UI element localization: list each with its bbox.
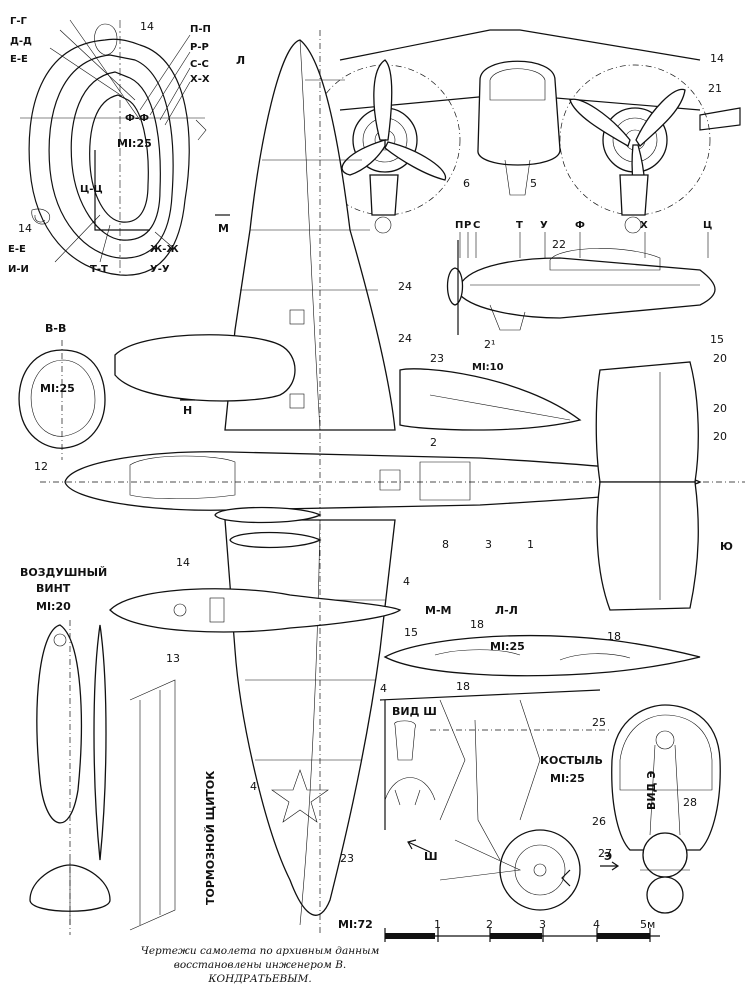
section-label-EE-2: Е-Е xyxy=(8,244,26,255)
callout-1: 1 xyxy=(527,538,534,551)
callout-12: 12 xyxy=(34,460,48,473)
callout-4-c: 4 xyxy=(250,780,257,793)
nose-sections-view: Г-Г Д-Д Е-Е П-П Р-Р С-С Х-Х Ф-Ф MI:25 Ц-… xyxy=(8,16,211,276)
section-label-GG: Г-Г xyxy=(10,16,28,27)
star-insignia xyxy=(271,769,329,823)
callout-13: 13 xyxy=(166,652,180,665)
callout-3: 3 xyxy=(485,538,492,551)
callout-27: 27 xyxy=(598,847,612,860)
plan-label-L: Л xyxy=(236,54,245,67)
scale-bar-label: MI:72 xyxy=(338,918,373,931)
callout-14-left: 14 xyxy=(18,222,32,235)
callout-4-b: 4 xyxy=(380,682,387,695)
section-label-PP: П-П xyxy=(190,24,211,35)
side-station-P: П xyxy=(455,220,463,231)
side-station-Ts: Ц xyxy=(703,220,712,231)
plan-label-N: Н xyxy=(183,404,192,417)
nose-scale: MI:25 xyxy=(117,137,152,150)
section-label-KhKh: Х-Х xyxy=(190,74,210,85)
callout-25: 25 xyxy=(592,716,606,729)
side-scale: MI:10 xyxy=(472,362,504,373)
plan-label-M: М xyxy=(218,222,229,235)
scale-tick-3: 3 xyxy=(539,918,546,931)
brake-flap-label: ТОРМОЗНОЙ ЩИТОК xyxy=(204,771,217,905)
section-label-II: И-И xyxy=(8,264,29,275)
section-MM-title: М-М xyxy=(425,604,451,617)
callout-5: 5 xyxy=(530,177,537,190)
tailwheel-scale: MI:25 xyxy=(550,772,585,785)
side-station-Kh: Х xyxy=(640,220,648,231)
callout-15-b: 15 xyxy=(404,626,418,639)
section-label-UU: У-У xyxy=(150,264,170,275)
sections-MM-LL-view: М-М Л-Л MI:25 18 18 18 xyxy=(383,604,701,693)
scale-tick-1: 1 xyxy=(434,918,441,931)
propeller-title-2: ВИНТ xyxy=(36,582,71,595)
propeller-view: ВОЗДУШНЫЙ ВИНТ MI:20 ТОРМОЗНОЙ ЩИТОК xyxy=(20,566,217,935)
callout-28: 28 xyxy=(683,796,697,809)
scale-tick-2: 2 xyxy=(486,918,493,931)
scale-tick-4: 4 xyxy=(593,918,600,931)
side-station-T: Т xyxy=(516,220,523,231)
section-label-DD: Д-Д xyxy=(10,36,32,47)
front-view: 14 21 6 5 xyxy=(309,29,741,234)
section-BB-view: В-В MI:25 xyxy=(18,322,106,460)
section-label-TsTs: Ц-Ц xyxy=(80,184,103,195)
callout-23-bottom: 23 xyxy=(340,852,354,865)
callout-18-b: 18 xyxy=(607,630,621,643)
plan-label-Yu: Ю xyxy=(720,540,733,553)
caption-line-1: Чертежи самолета по архивным данным xyxy=(140,945,380,957)
callout-14-mid: 14 xyxy=(176,556,190,569)
callout-18-a: 18 xyxy=(470,618,484,631)
scale-bar: MI:72 1 2 3 4 5м xyxy=(338,918,660,942)
caption-line-2: восстановлены инженером В. КОНДРАТЬЕВЫМ. xyxy=(173,959,347,985)
callout-21: 21 xyxy=(708,82,722,95)
callout-6: 6 xyxy=(463,177,470,190)
callout-24-a: 24 xyxy=(398,280,412,293)
callout-18-c: 18 xyxy=(456,680,470,693)
callout-2-sup: 2¹ xyxy=(484,338,495,351)
section-BB-title: В-В xyxy=(45,322,66,335)
callout-24-b: 24 xyxy=(398,332,412,345)
callout-23-mid: 23 xyxy=(430,352,444,365)
section-label-SS: С-С xyxy=(190,59,209,70)
plan-view: Л М Н Ю 24 24 23 20 20 20 12 2 8 3 1 14 … xyxy=(34,30,745,935)
arrow-Sh-label: Ш xyxy=(424,850,438,863)
callout-2: 2 xyxy=(430,436,437,449)
side-station-U: У xyxy=(540,220,548,231)
section-BB-scale: MI:25 xyxy=(40,382,75,395)
section-LL-title: Л-Л xyxy=(495,604,518,617)
callout-4-a: 4 xyxy=(403,575,410,588)
propeller-title-1: ВОЗДУШНЫЙ xyxy=(20,566,107,579)
propeller-scale: MI:20 xyxy=(36,600,71,613)
side-station-R: Р xyxy=(464,220,471,231)
section-label-ZhZh: Ж-Ж xyxy=(150,244,179,255)
callout-14-front: 14 xyxy=(710,52,724,65)
callout-20-c: 20 xyxy=(713,430,727,443)
side-station-S: С xyxy=(473,220,480,231)
callout-15-side: 15 xyxy=(710,333,724,346)
callout-14-top: 14 xyxy=(140,20,154,33)
sections-scale: MI:25 xyxy=(490,640,525,653)
section-label-FF: Ф-Ф xyxy=(125,113,149,124)
drawing-caption: Чертежи самолета по архивным данным восс… xyxy=(130,944,390,986)
tailwheel-title: КОСТЫЛЬ xyxy=(540,754,603,767)
section-label-RR: Р-Р xyxy=(190,42,209,53)
gear-details-view: ВИД Ш КОСТЫЛЬ MI:25 ВИД Э Ш Э 25 26 27 2… xyxy=(379,689,721,914)
callout-20-b: 20 xyxy=(713,402,727,415)
callout-20-a: 20 xyxy=(713,352,727,365)
side-view: П Р С Т У Ф Х Ц 22 2¹ 15 MI:10 xyxy=(446,220,724,373)
callout-26: 26 xyxy=(592,815,606,828)
callout-8: 8 xyxy=(442,538,449,551)
view-E-title: ВИД Э xyxy=(645,771,658,810)
side-station-F: Ф xyxy=(575,220,585,231)
callout-22: 22 xyxy=(552,238,566,251)
scale-tick-5m: 5м xyxy=(640,918,655,931)
arrow-E-label: Э xyxy=(604,850,612,863)
section-label-EE: Е-Е xyxy=(10,54,28,65)
view-Sh-title: ВИД Ш xyxy=(392,705,437,718)
section-label-TT: Т-Т xyxy=(90,264,108,275)
